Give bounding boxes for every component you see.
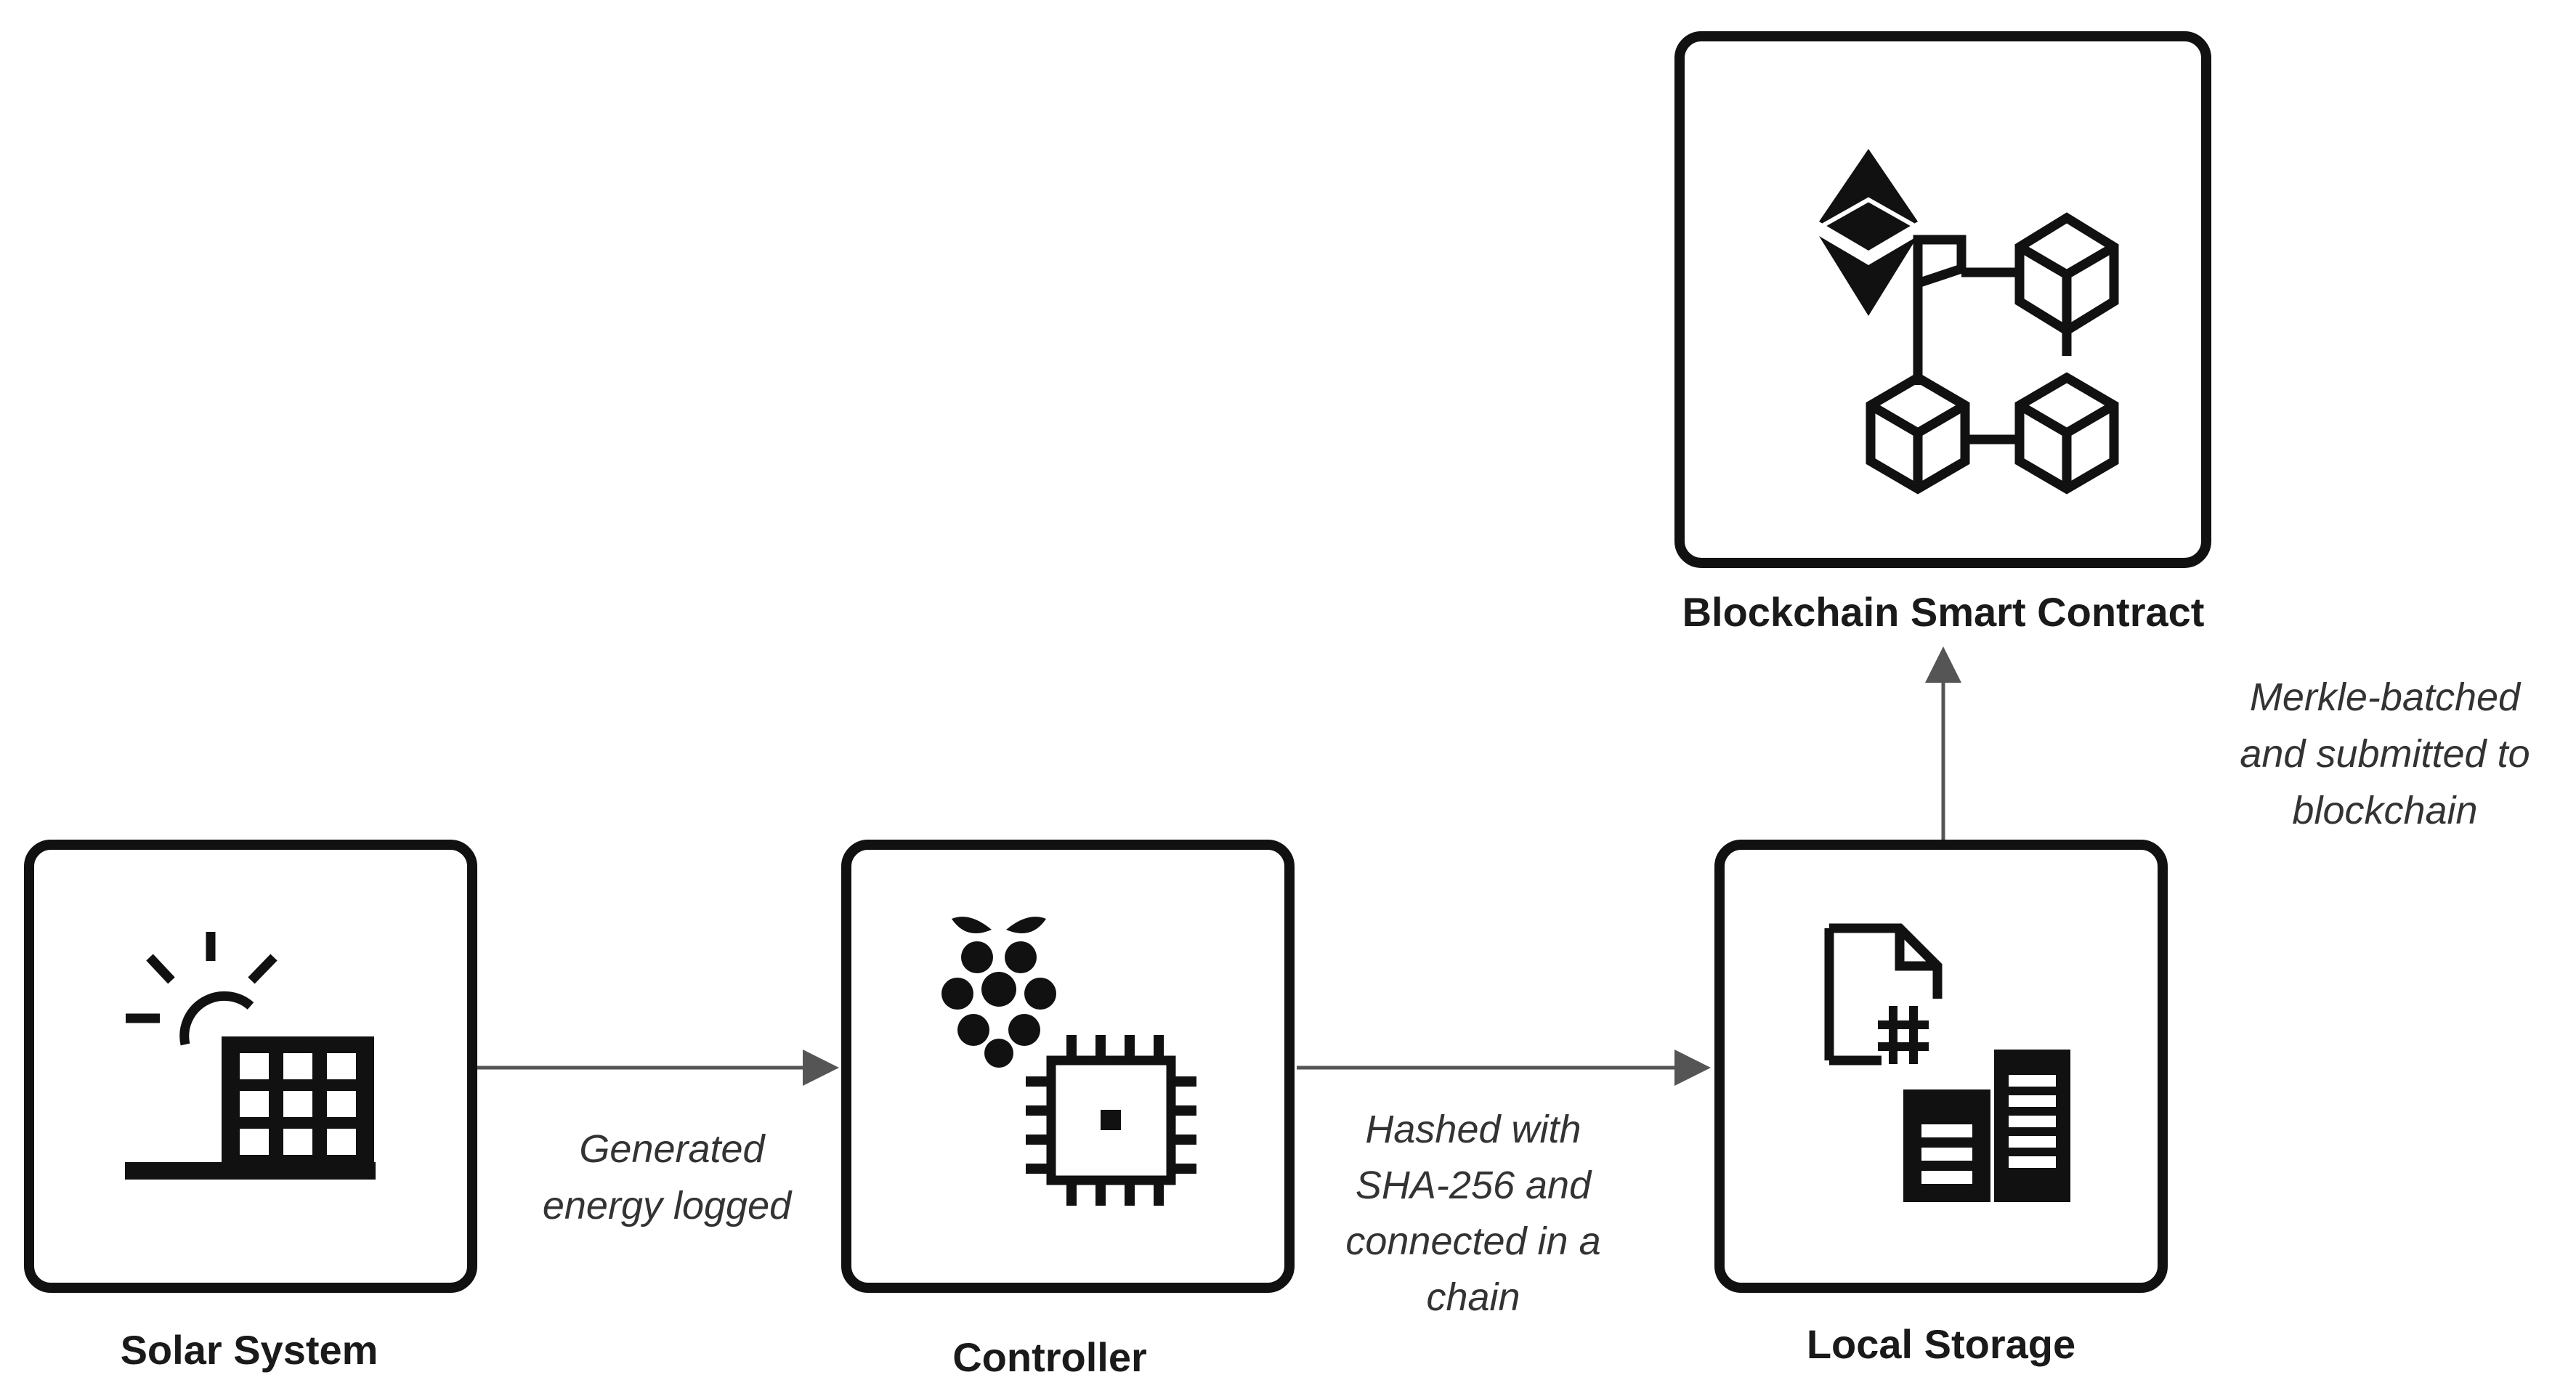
hashed-file-storage-icon — [1824, 923, 2070, 1202]
local-storage-box — [1714, 840, 2168, 1293]
edge-label-storage-to-blockchain: Merkle-batched and submitted to blockcha… — [2240, 675, 2530, 832]
ethereum-blockchain-icon — [1819, 149, 2119, 495]
edge-label-line: Generated — [579, 1127, 766, 1171]
edge-label-line: chain — [1426, 1275, 1520, 1319]
raspberry-pi-chip-icon — [941, 917, 1196, 1206]
node-local-storage: Local Storage — [1714, 840, 2168, 1367]
edge-label-line: blockchain — [2292, 789, 2477, 832]
local-storage-label: Local Storage — [1807, 1321, 2075, 1367]
blockchain-box — [1674, 31, 2211, 568]
blockchain-label: Blockchain Smart Contract — [1682, 589, 2205, 635]
edge-label-line: energy logged — [543, 1184, 793, 1227]
edge-label-line: and submitted to — [2240, 732, 2530, 776]
node-blockchain-smart-contract: Blockchain Smart Contract — [1674, 31, 2211, 635]
solar-panel-icon — [125, 932, 376, 1180]
controller-box — [841, 840, 1295, 1293]
edge-label-controller-to-storage: Hashed with SHA-256 and connected in a c… — [1345, 1108, 1600, 1319]
edge-label-solar-to-controller: Generated energy logged — [543, 1127, 793, 1227]
controller-label: Controller — [952, 1334, 1147, 1380]
node-solar-system: Solar System — [24, 840, 477, 1373]
solar-system-label: Solar System — [121, 1327, 378, 1373]
edge-label-line: Hashed with — [1365, 1108, 1581, 1151]
edge-label-line: connected in a — [1345, 1219, 1600, 1263]
edge-label-line: SHA-256 and — [1356, 1164, 1592, 1207]
edge-label-line: Merkle-batched — [2250, 675, 2522, 719]
node-controller: Controller — [841, 840, 1295, 1380]
